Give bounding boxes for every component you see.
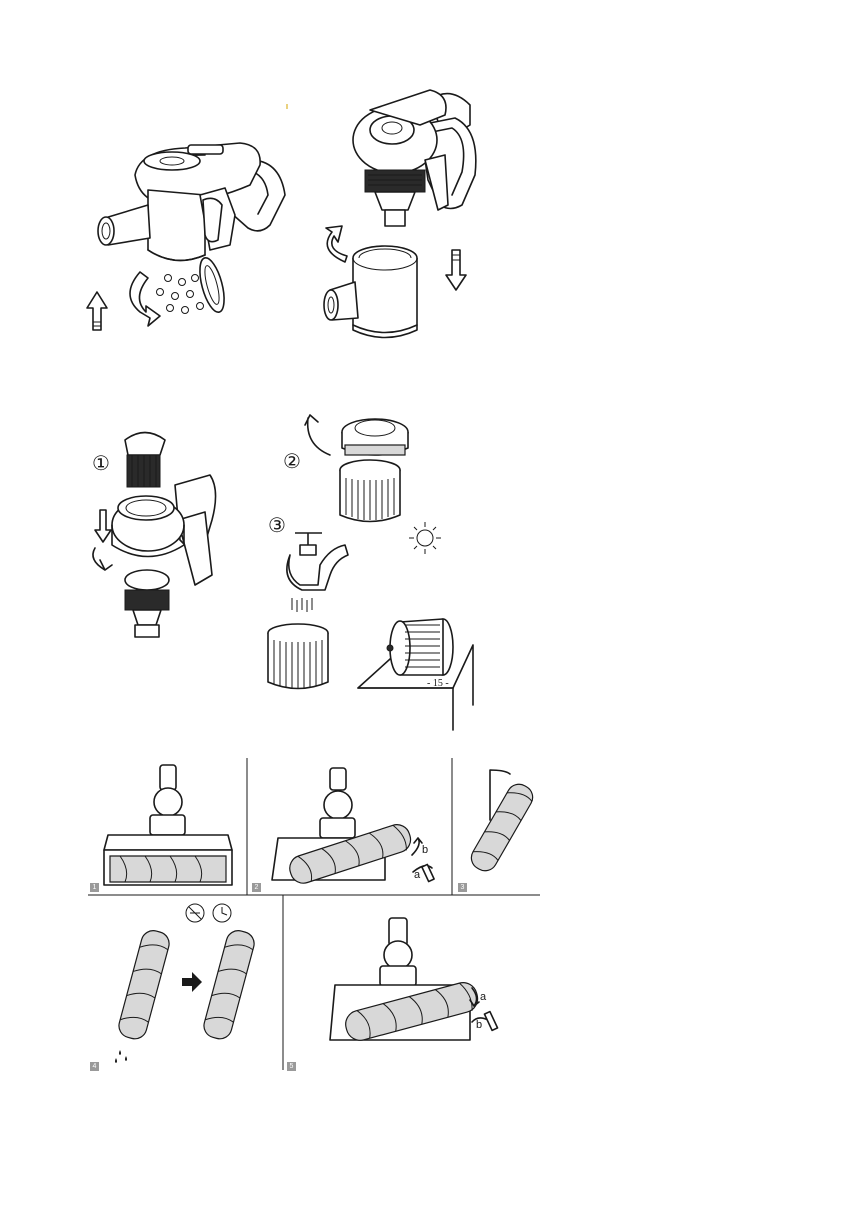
panel-badge-3: 3	[458, 883, 467, 892]
step-1-marker: ①	[92, 451, 110, 476]
download-arrow-icon	[446, 250, 466, 290]
label-a-panel2: a	[414, 869, 420, 881]
step-3-marker: ③	[268, 513, 286, 538]
label-a-panel5: a	[480, 991, 486, 1003]
upload-arrow-icon	[87, 292, 107, 330]
panel-badge-2: 2	[252, 883, 261, 892]
label-b-panel5: b	[476, 1019, 482, 1031]
vacuum-dust-bin-open-figure	[87, 143, 285, 330]
rotate-arrow-icon	[326, 226, 347, 262]
page-number: - 15 -	[427, 678, 449, 689]
vacuum-cyclone-separated-figure	[324, 90, 476, 338]
step-2-marker: ②	[283, 449, 301, 474]
panel-badge-4: 4	[90, 1062, 99, 1071]
label-b-panel2: b	[422, 844, 428, 856]
panel-badge-1: 1	[90, 883, 99, 892]
panel-badge-5: 5	[287, 1062, 296, 1071]
